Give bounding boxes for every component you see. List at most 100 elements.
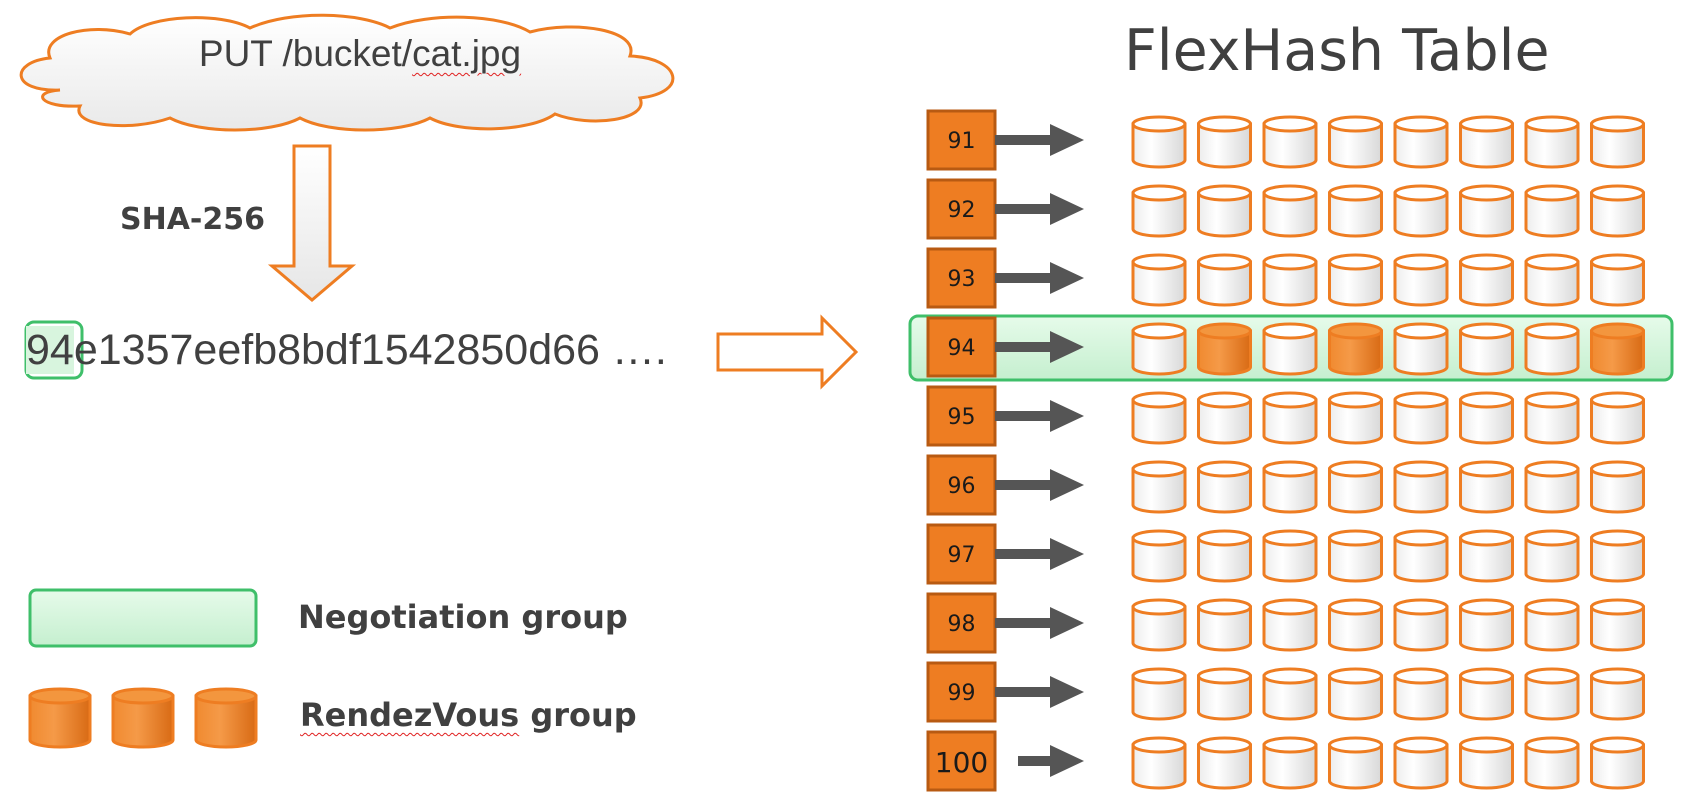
storage-device-icon [1262,253,1318,307]
storage-device-icon [1590,598,1645,652]
row-arrow [995,262,1084,294]
storage-device-icon [1328,391,1383,445]
row-id-label: 97 [948,543,976,568]
legend-negotiation-label: Negotiation group [298,598,628,636]
row-arrow [995,469,1084,501]
storage-device-icon [1459,598,1514,652]
storage-device-icon [1524,115,1580,169]
row-id-box [926,523,997,585]
storage-device-icon [1262,598,1318,652]
row-arrow [1018,745,1084,777]
storage-device-icon [1197,598,1252,652]
storage-device-icon [1393,115,1449,169]
hash-value: 94e1357eefb8bdf1542850d66 …. [26,326,667,375]
request-label: PUT /bucket/cat.jpg [0,33,720,75]
row-id-box [926,592,997,654]
legend-device-icon [28,687,92,749]
row-id-label: 91 [948,129,976,154]
request-cloud [19,13,675,132]
storage-device-icon [1590,736,1645,790]
storage-device-icon [1524,253,1580,307]
storage-device-icon [1131,391,1187,445]
row-id-label: 98 [948,612,976,637]
storage-device-icon [1393,391,1449,445]
row-id-box [926,109,997,171]
storage-device-icon [1459,322,1514,376]
storage-device-icon [1524,529,1580,583]
row-arrow [995,676,1084,708]
storage-device-icon [1590,184,1645,238]
row-id-label: 99 [948,681,976,706]
storage-device-icon [1131,598,1187,652]
storage-device-icon [1393,598,1449,652]
storage-device-icon [1197,667,1252,721]
table-row: 99 [926,661,1645,723]
storage-device-icon [1459,391,1514,445]
storage-device-icon [1197,529,1252,583]
storage-device-icon [1524,184,1580,238]
hash-to-table-arrow [716,314,859,390]
storage-device-icon [1262,667,1318,721]
row-id-label: 92 [948,198,976,223]
table-row: 97 [926,523,1645,585]
table-row: 98 [926,592,1645,654]
storage-device-icon [1262,460,1318,514]
request-file-name: cat.jpg [412,33,522,74]
storage-device-icon [1262,529,1318,583]
storage-device-icon [1590,460,1645,514]
storage-device-icon [1131,253,1187,307]
storage-device-icon [1262,115,1318,169]
storage-device-icon [1393,667,1449,721]
storage-device-icon [1459,736,1514,790]
row-id-box [926,454,997,516]
storage-device-icon [1131,667,1187,721]
table-title: FlexHash Table [1124,18,1550,84]
row-id-box [926,316,997,378]
rendezvous-device-icon [1328,322,1383,376]
storage-device-icon [1393,322,1449,376]
storage-device-icon [1524,460,1580,514]
storage-device-icon [1131,529,1187,583]
row-id-label: 100 [935,746,988,779]
storage-device-icon [1262,391,1318,445]
storage-device-icon [1459,184,1514,238]
storage-device-icon [1131,460,1187,514]
storage-device-icon [1131,736,1187,790]
storage-device-icon [1328,253,1383,307]
row-id-box [926,247,997,309]
flexhash-table: 91 92 93 94 95 96 97 98 99 100 [926,109,1645,792]
table-row: 91 [926,109,1645,171]
row-id-box [926,730,997,792]
rendezvous-device-icon [1197,322,1252,376]
row-id-label: 93 [948,267,976,292]
table-row: 94 [926,316,1645,378]
storage-device-icon [1262,736,1318,790]
legend-rendezvous-label-b: group [519,696,637,734]
row-arrow [995,193,1084,225]
table-row: 100 [926,730,1645,792]
storage-device-icon [1590,253,1645,307]
storage-device-icon [1197,736,1252,790]
hash-rest: e1357eefb8bdf1542850d66 …. [73,326,667,374]
storage-device-icon [1197,253,1252,307]
row-arrow [995,538,1084,570]
storage-device-icon [1328,529,1383,583]
storage-device-icon [1459,115,1514,169]
storage-device-icon [1197,460,1252,514]
rendezvous-device-icon [1590,322,1645,376]
storage-device-icon [1393,529,1449,583]
storage-device-icon [1197,391,1252,445]
storage-device-icon [1328,598,1383,652]
storage-device-icon [1590,667,1645,721]
row-arrow [995,124,1084,156]
storage-device-icon [1590,529,1645,583]
storage-device-icon [1328,115,1383,169]
storage-device-icon [1524,736,1580,790]
row-id-label: 95 [948,405,976,430]
table-row: 96 [926,454,1645,516]
legend-device-icon [111,687,175,749]
legend-rendezvous-label-a: RendezVous [300,696,520,734]
storage-device-icon [1262,184,1318,238]
storage-device-icon [1328,184,1383,238]
